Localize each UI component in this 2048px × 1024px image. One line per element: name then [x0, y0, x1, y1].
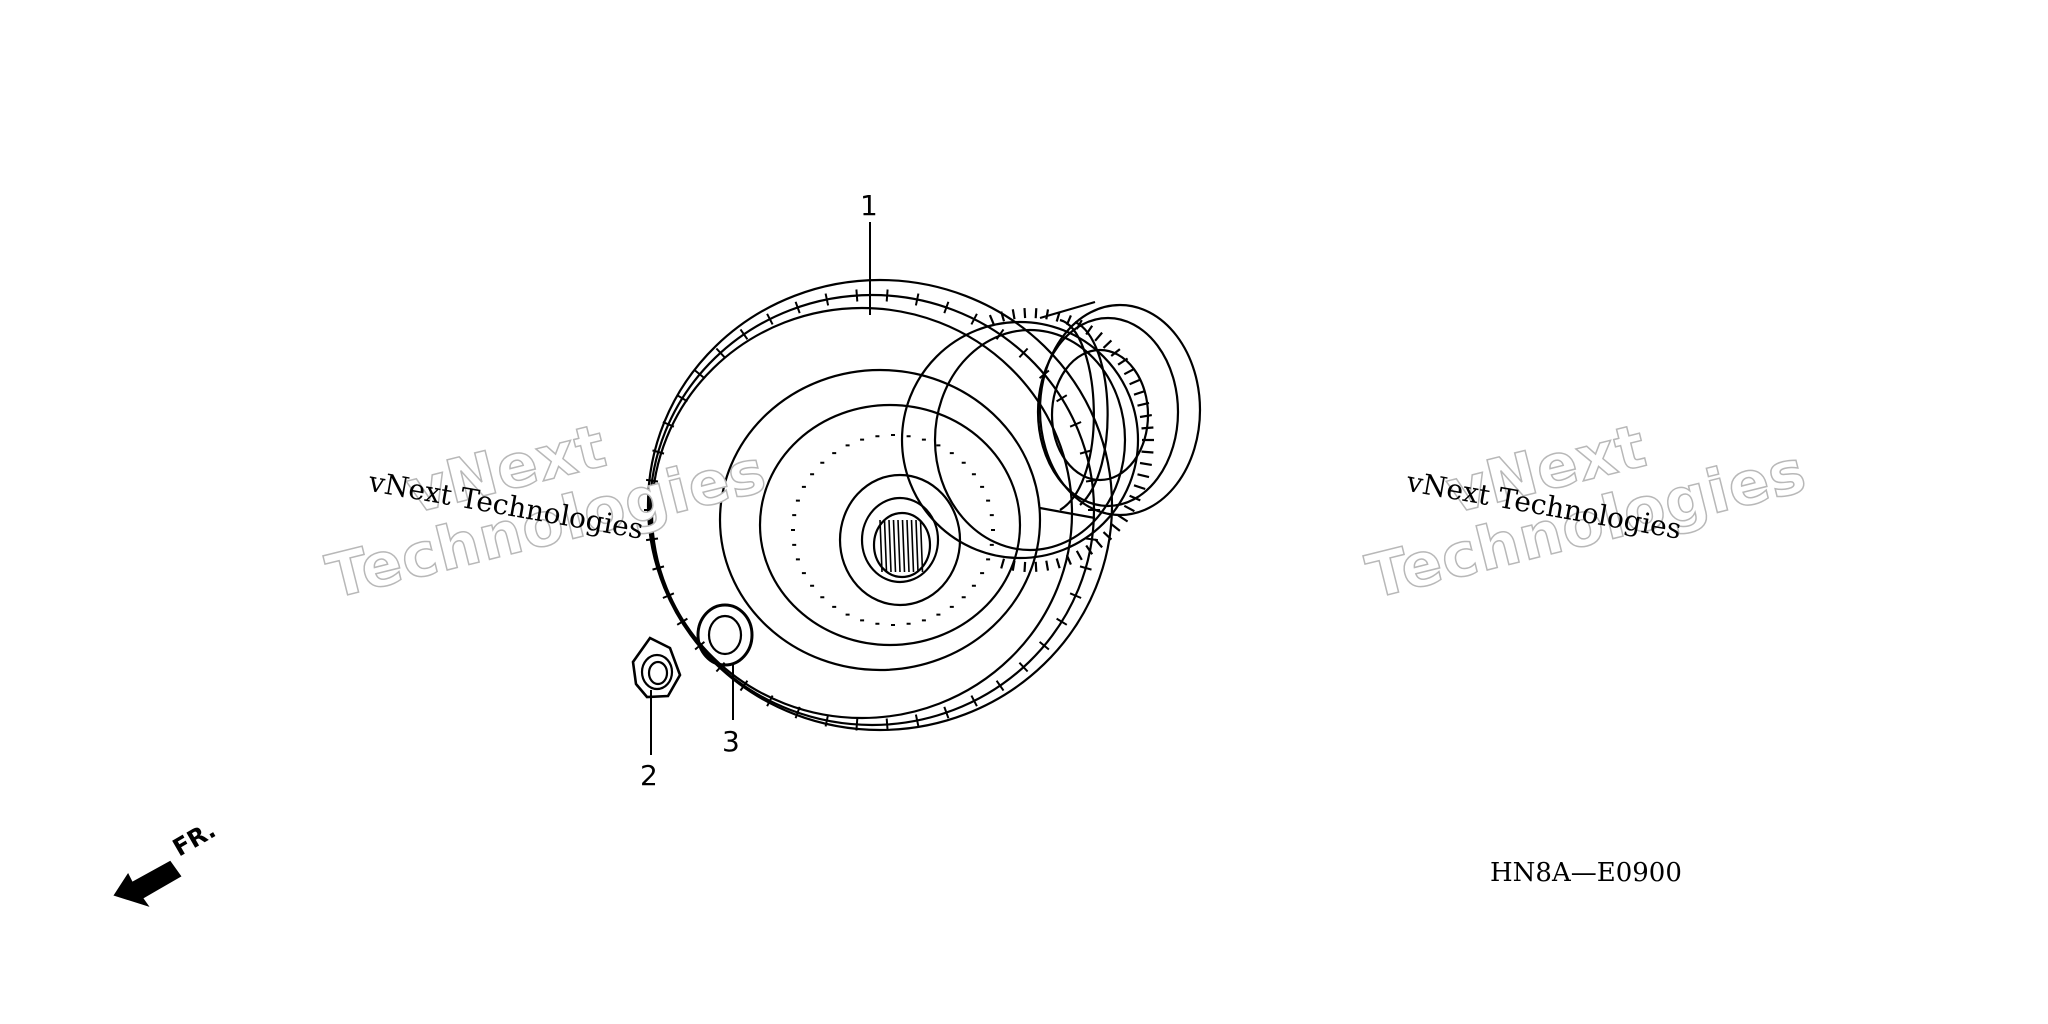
callout-part-3: 3	[722, 725, 740, 758]
leader-lines	[650, 222, 871, 755]
front-direction-arrow-icon	[113, 860, 182, 907]
rear-hub-flange	[1036, 300, 1202, 520]
figure-code: HN8A—E0900	[1490, 858, 1682, 888]
ring-gear	[900, 308, 1154, 572]
callout-part-2: 2	[640, 759, 658, 792]
torque-converter-body	[644, 278, 1114, 732]
washer	[696, 603, 754, 667]
callout-part-1: 1	[860, 189, 878, 222]
flange-nut	[631, 636, 682, 699]
